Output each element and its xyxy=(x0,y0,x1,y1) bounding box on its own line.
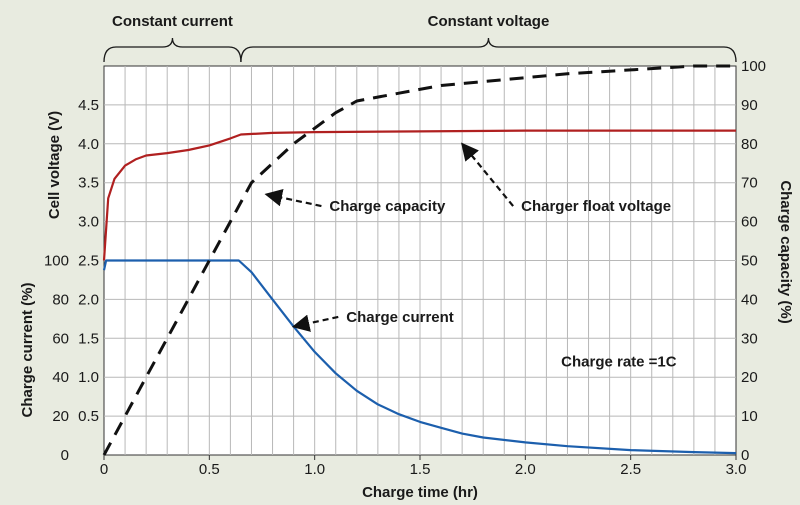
capacity-tick-label: 50 xyxy=(741,253,758,270)
x-tick-label: 2.0 xyxy=(515,461,536,478)
x-tick-label: 0.5 xyxy=(199,461,220,478)
capacity-tick-label: 100 xyxy=(741,58,766,75)
current-tick-label: 20 xyxy=(52,408,69,425)
current-tick-label: 80 xyxy=(52,291,69,308)
voltage-tick-label: 1.0 xyxy=(78,369,99,386)
current-tick-label: 40 xyxy=(52,369,69,386)
annotation-label: Charge capacity xyxy=(329,198,446,215)
voltage-tick-label: 4.0 xyxy=(78,136,99,153)
voltage-tick-label: 2.0 xyxy=(78,291,99,308)
phase-braces: Constant current Constant voltage xyxy=(103,13,737,63)
capacity-axis-title: Charge capacity (%) xyxy=(777,180,794,323)
x-tick-label: 2.5 xyxy=(620,461,641,478)
annotation-arrow xyxy=(461,142,514,207)
capacity-tick-label: 30 xyxy=(741,330,758,347)
x-axis-title: Charge time (hr) xyxy=(362,484,478,501)
voltage-tick-label: 4.5 xyxy=(78,97,99,114)
annotation-label: Charge rate =1C xyxy=(561,354,677,371)
capacity-tick-label: 70 xyxy=(741,175,758,192)
axes: 0 0.5 1.0 1.5 2.0 2.5 3.0 0.5 1.0 1.5 2.0 2.5 3.0 3.5… xyxy=(44,58,766,478)
axis-titles: Charge time (hr) Cell voltage (V) Charge… xyxy=(19,111,794,501)
current-axis-title: Charge current (%) xyxy=(19,282,36,417)
series-lines xyxy=(102,64,737,456)
current-tick-label: 100 xyxy=(44,253,69,270)
current-tick-label: 60 xyxy=(52,330,69,347)
capacity-tick-label: 0 xyxy=(741,447,749,464)
series-line-charge-capacity xyxy=(102,64,736,456)
voltage-tick-label: 1.5 xyxy=(78,330,99,347)
voltage-tick-label: 0.5 xyxy=(78,408,99,425)
phase-brace xyxy=(240,37,737,63)
capacity-tick-label: 10 xyxy=(741,408,758,425)
x-tick-label: 0 xyxy=(100,461,108,478)
phase-brace xyxy=(103,37,242,63)
capacity-tick-label: 40 xyxy=(741,291,758,308)
series-line-charger-float-voltage xyxy=(102,129,736,261)
annotation-label: Charge current xyxy=(346,309,454,326)
capacity-tick-label: 90 xyxy=(741,97,758,114)
x-tick-label: 1.0 xyxy=(304,461,325,478)
capacity-tick-label: 20 xyxy=(741,369,758,386)
voltage-tick-label: 3.5 xyxy=(78,175,99,192)
x-tick-label: 3.0 xyxy=(726,461,747,478)
voltage-tick-label: 3.0 xyxy=(78,214,99,231)
annotations: Charge capacity Charger float voltageChar… xyxy=(264,142,677,371)
phase-label: Constant current xyxy=(112,13,233,30)
series-line-charge-current xyxy=(102,259,737,455)
phase-label: Constant voltage xyxy=(428,13,550,30)
capacity-tick-label: 60 xyxy=(741,214,758,231)
voltage-axis-title: Cell voltage (V) xyxy=(46,111,63,219)
capacity-tick-label: 80 xyxy=(741,136,758,153)
voltage-tick-label: 2.5 xyxy=(78,253,99,270)
annotation-arrow xyxy=(291,314,339,332)
current-tick-label: 0 xyxy=(61,447,69,464)
annotation-label: Charger float voltage xyxy=(521,198,671,215)
x-tick-label: 1.5 xyxy=(410,461,431,478)
